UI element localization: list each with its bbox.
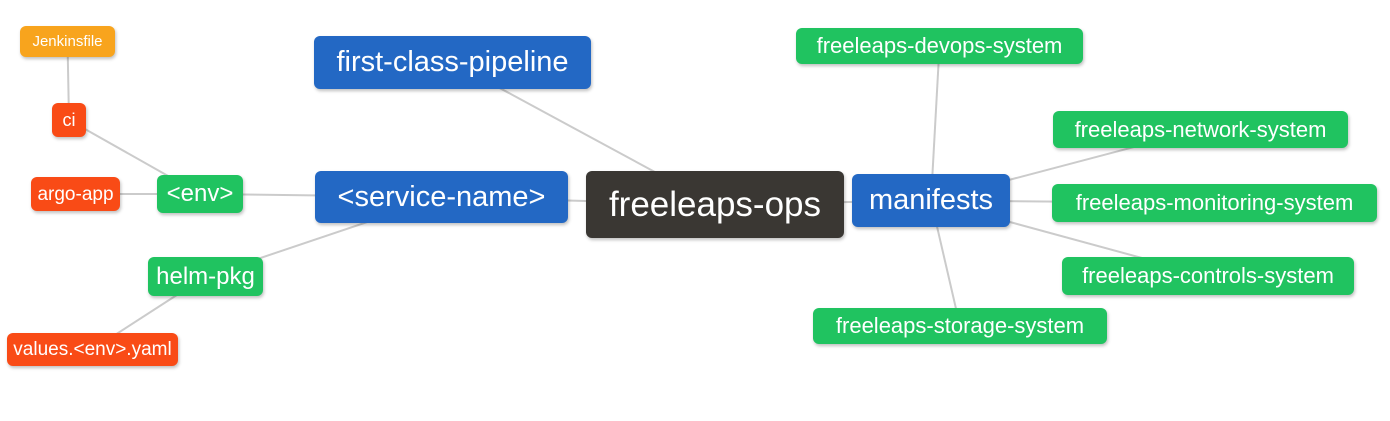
node-storage-system[interactable]: freeleaps-storage-system (813, 308, 1107, 344)
node-controls-system[interactable]: freeleaps-controls-system (1062, 257, 1354, 295)
node-network-system[interactable]: freeleaps-network-system (1053, 111, 1348, 148)
node-freeleaps-ops[interactable]: freeleaps-ops (586, 171, 844, 238)
node-env[interactable]: <env> (157, 175, 243, 213)
node-argo-app[interactable]: argo-app (31, 177, 120, 211)
node-ci[interactable]: ci (52, 103, 86, 137)
node-service-name[interactable]: <service-name> (315, 171, 568, 223)
node-first-class-pipeline[interactable]: first-class-pipeline (314, 36, 591, 89)
node-monitoring-system[interactable]: freeleaps-monitoring-system (1052, 184, 1377, 222)
node-manifests[interactable]: manifests (852, 174, 1010, 227)
node-jenkinsfile[interactable]: Jenkinsfile (20, 26, 115, 57)
node-values-env-yaml[interactable]: values.<env>.yaml (7, 333, 178, 366)
node-helm-pkg[interactable]: helm-pkg (148, 257, 263, 296)
node-devops-system[interactable]: freeleaps-devops-system (796, 28, 1083, 64)
